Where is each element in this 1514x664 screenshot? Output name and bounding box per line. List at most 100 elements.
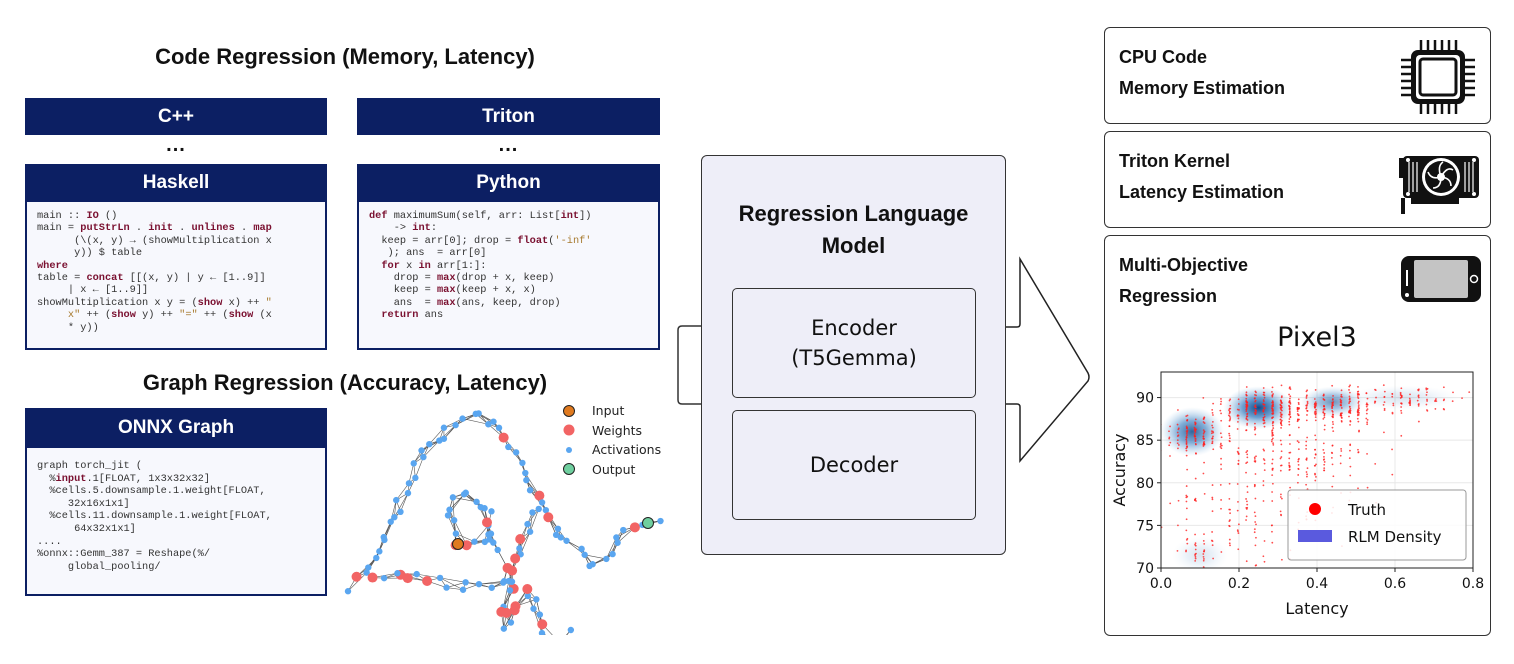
truth-point [1297, 441, 1300, 444]
truth-point [1271, 422, 1274, 425]
truth-point [1263, 413, 1266, 416]
code-line: ans = max(ans, keep, drop) [369, 296, 561, 309]
truth-point [1297, 403, 1300, 406]
truth-point [1315, 475, 1317, 478]
truth-point [1193, 426, 1196, 429]
truth-point [1177, 524, 1179, 527]
truth-point [1417, 396, 1420, 399]
left-ellipsis: ... [166, 134, 186, 156]
graph-edge [462, 418, 489, 425]
truth-point [1271, 482, 1274, 485]
truth-point [1288, 468, 1291, 471]
truth-point [1237, 463, 1240, 466]
graph-edge [429, 427, 445, 445]
truth-point [1426, 409, 1428, 411]
truth-point [1177, 428, 1180, 431]
truth-point [1279, 457, 1282, 460]
activation-node [473, 498, 480, 506]
truth-point [1245, 462, 1248, 465]
truth-point [1262, 484, 1265, 487]
truth-point [1271, 405, 1274, 408]
activation-node [380, 533, 387, 541]
truth-point [1289, 416, 1292, 418]
truth-point [1202, 553, 1205, 555]
truth-point [1280, 395, 1283, 398]
truth-point [1348, 389, 1350, 391]
truth-point [1202, 472, 1205, 475]
truth-point [1349, 465, 1352, 468]
truth-point [1332, 413, 1335, 416]
truth-point [1323, 452, 1326, 454]
graph-edge [455, 533, 475, 542]
truth-point [1263, 403, 1266, 406]
code-line: keep = arr[0]; drop = float('-inf' [369, 234, 592, 247]
activation-node [363, 569, 370, 576]
graph-edge [452, 497, 455, 521]
truth-point [1322, 448, 1325, 451]
legend-item-input: Input [558, 401, 661, 421]
truth-point [1176, 442, 1179, 445]
truth-point [1331, 426, 1334, 429]
truth-point [1253, 511, 1256, 514]
weight-node [522, 584, 533, 595]
truth-point [1322, 411, 1325, 413]
truth-point [1279, 407, 1282, 410]
truth-point [1236, 509, 1239, 512]
truth-point [1305, 457, 1308, 460]
activation-node [526, 528, 534, 535]
activation-node [449, 494, 457, 501]
truth-point [1322, 394, 1325, 397]
truth-point [1177, 409, 1179, 411]
truth-point [1296, 440, 1299, 442]
legend-item-weights: Weights [558, 421, 661, 441]
truth-point [1289, 577, 1291, 579]
truth-point [1331, 404, 1334, 407]
truth-point [1314, 448, 1317, 451]
truth-point [1228, 497, 1231, 500]
truth-point [1237, 414, 1240, 417]
code-line: y)) $ table [37, 247, 143, 260]
truth-point [1323, 463, 1326, 466]
encoder-label: Encoder [811, 316, 897, 340]
truth-point [1186, 542, 1189, 545]
truth-point [1237, 398, 1240, 401]
truth-point [1425, 394, 1428, 396]
truth-point [1194, 429, 1197, 432]
truth-point [1366, 408, 1369, 411]
truth-point [1417, 403, 1420, 406]
truth-point [1280, 400, 1283, 403]
truth-point [1254, 515, 1257, 518]
truth-point [1400, 434, 1403, 437]
truth-point [1246, 491, 1249, 494]
truth-point [1383, 407, 1386, 410]
activation-node [443, 584, 450, 591]
activation-node [394, 570, 401, 577]
truth-point [1305, 407, 1308, 410]
graph-edge [439, 577, 464, 591]
truth-point [1373, 401, 1376, 404]
density-blob [1171, 536, 1229, 568]
truth-point [1289, 386, 1291, 389]
truth-point [1186, 445, 1189, 448]
truth-point [1254, 564, 1257, 567]
truth-point [1194, 533, 1196, 536]
truth-point [1270, 407, 1273, 410]
chart-title: Pixel3 [1277, 322, 1357, 353]
activation-node [376, 548, 383, 555]
truth-point [1263, 422, 1266, 424]
truth-point [1279, 418, 1282, 421]
activation-node [533, 596, 540, 603]
truth-point [1374, 462, 1377, 465]
truth-point [1323, 412, 1326, 415]
truth-point [1357, 448, 1359, 451]
truth-point [1237, 459, 1240, 462]
truth-point [1212, 430, 1214, 433]
x-tick-label: 0.4 [1306, 576, 1328, 592]
truth-point [1280, 514, 1283, 517]
truth-point [1203, 558, 1205, 560]
activation-node [481, 505, 488, 512]
truth-point [1176, 431, 1179, 434]
truth-point [1349, 419, 1352, 422]
encoder-subtitle: (T5Gemma) [791, 346, 917, 370]
